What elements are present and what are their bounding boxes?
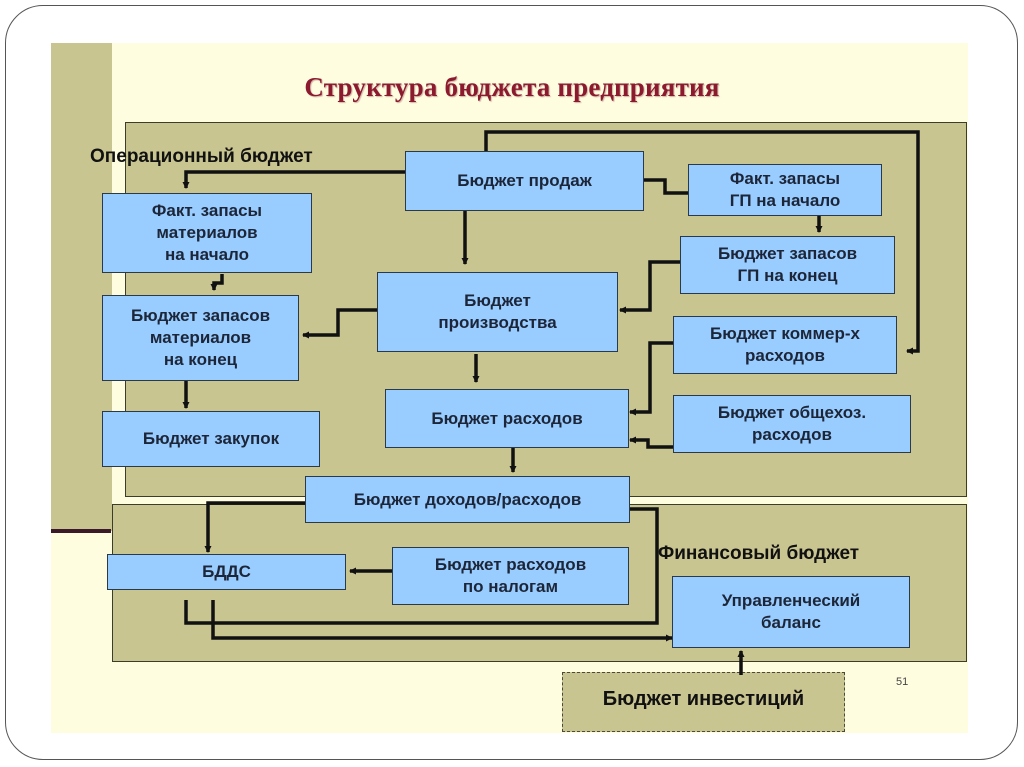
financial-budget-label: Финансовый бюджет xyxy=(658,543,860,564)
page-number: 51 xyxy=(896,676,909,688)
box-expenses-budget: Бюджет расходов xyxy=(385,389,629,448)
investment-budget-label: Бюджет инвестиций xyxy=(602,688,805,710)
box-materials-start-stock: Факт. запасы материалов на начало xyxy=(102,193,312,273)
left-decor-strip xyxy=(51,43,112,531)
box-tax-expenses-budget: Бюджет расходов по налогам xyxy=(392,547,629,605)
box-purchases-budget: Бюджет закупок xyxy=(102,411,320,467)
slide-title: Структура бюджета предприятия xyxy=(304,72,720,102)
box-management-balance: Управленческий баланс xyxy=(672,576,910,648)
left-decor-line xyxy=(51,529,111,533)
box-production-budget: Бюджет производства xyxy=(377,272,618,352)
box-materials-end-budget: Бюджет запасов материалов на конец xyxy=(102,295,299,381)
box-commercial-expenses: Бюджет коммер-х расходов xyxy=(673,316,897,374)
operational-budget-label: Операционный бюджет xyxy=(90,146,313,167)
box-sales-budget: Бюджет продаж xyxy=(405,151,644,211)
box-overhead-expenses: Бюджет общехоз. расходов xyxy=(673,395,911,453)
box-fg-start-stock: Факт. запасы ГП на начало xyxy=(688,164,882,216)
investment-budget-panel xyxy=(562,672,845,732)
box-fg-end-budget: Бюджет запасов ГП на конец xyxy=(680,236,895,294)
box-cashflow-budget: БДДС xyxy=(107,554,346,590)
box-income-expense-budget: Бюджет доходов/расходов xyxy=(305,476,630,523)
